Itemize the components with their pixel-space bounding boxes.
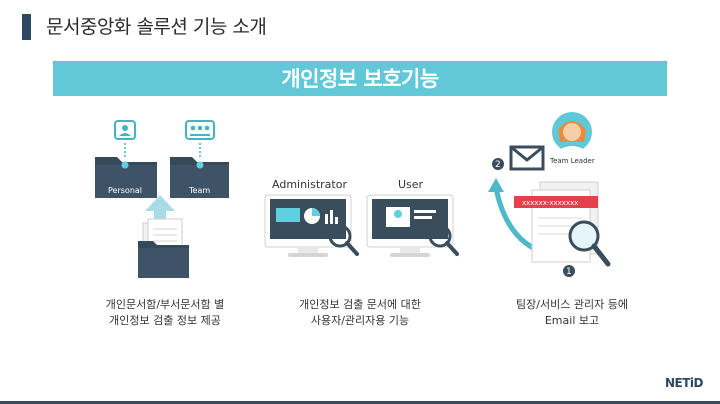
team-leader-badge: Team Leader bbox=[550, 157, 595, 165]
monitor-illustration bbox=[264, 194, 459, 257]
step-1-marker bbox=[563, 265, 575, 277]
panel2-caption-line1: 개인정보 검출 문서에 대한 bbox=[299, 298, 421, 311]
folder-label-team: Team bbox=[188, 186, 210, 195]
panel1-caption-line2: 개인정보 검출 정보 제공 bbox=[109, 314, 221, 327]
panel3-caption: 팀장/서비스 관리자 등에 Email 보고 bbox=[472, 297, 672, 329]
panel2-caption: 개인정보 검출 문서에 대한 사용자/관리자용 기능 bbox=[260, 297, 460, 329]
section-banner-title: 개인정보 보호기능 bbox=[281, 67, 439, 91]
administrator-label: Administrator bbox=[272, 178, 347, 191]
document-magnifier-icon bbox=[568, 220, 611, 267]
step-1-number: 1 bbox=[566, 267, 572, 277]
page-title: 문서중앙화 솔루션 기능 소개 bbox=[46, 16, 267, 38]
step-2-number: 2 bbox=[495, 160, 501, 170]
title-accent-bar bbox=[22, 14, 31, 40]
step-2-marker bbox=[492, 158, 504, 170]
upload-arrow-icon bbox=[145, 195, 175, 233]
team-users-icon bbox=[185, 120, 215, 140]
user-magnifier-icon bbox=[428, 224, 459, 256]
panel1-caption-line1: 개인문서함/부서문서함 별 bbox=[105, 298, 225, 311]
email-report-illustration: 2 xxxxxx-xxxxxxx 1 bbox=[488, 112, 611, 277]
user-label: User bbox=[398, 178, 424, 191]
section-banner bbox=[53, 61, 667, 96]
panel2-caption-line2: 사용자/관리자용 기능 bbox=[310, 314, 410, 327]
personal-folder-icon bbox=[95, 157, 157, 198]
masked-id-text: xxxxxx-xxxxxxx bbox=[522, 199, 578, 207]
masked-id-badge bbox=[514, 196, 598, 208]
team-folder-icon bbox=[170, 157, 229, 198]
user-monitor-icon bbox=[366, 194, 454, 257]
panel3-caption-line1: 팀장/서비스 관리자 등에 bbox=[516, 298, 628, 311]
document-folder-icon bbox=[138, 218, 189, 278]
panel3-caption-line2: Email 보고 bbox=[544, 314, 600, 327]
folder-detection-illustration: Personal Team bbox=[95, 120, 229, 278]
company-logo: NETiD bbox=[665, 376, 704, 390]
footer-divider bbox=[0, 401, 720, 404]
personal-user-icon bbox=[114, 120, 136, 140]
email-envelope-icon bbox=[509, 145, 545, 171]
folder-label-personal: Personal bbox=[108, 186, 142, 195]
team-leader-avatar bbox=[552, 112, 592, 152]
admin-magnifier-icon bbox=[328, 224, 359, 256]
panel1-caption: 개인문서함/부서문서함 별 개인정보 검출 정보 제공 bbox=[65, 297, 265, 329]
